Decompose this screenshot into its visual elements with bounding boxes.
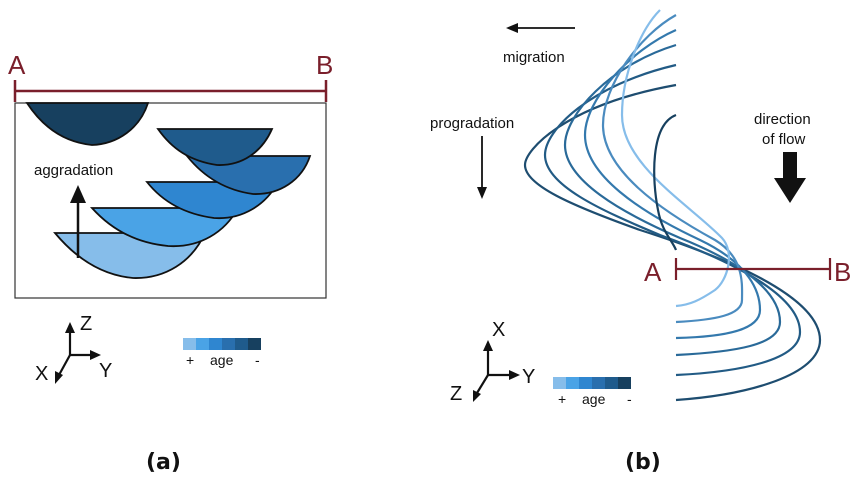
flow-arrow-head	[774, 178, 806, 203]
flow-label-line1: direction	[754, 111, 811, 128]
meander-line-4	[583, 28, 762, 340]
channel-fill-2	[89, 207, 240, 247]
channel-fill-6	[25, 102, 150, 146]
section-label-b-start: A	[644, 257, 662, 287]
meander-line-3	[563, 43, 782, 357]
axes-triad-a: Z Y X	[35, 313, 112, 385]
panel-a: A B aggradation Z Y X	[8, 50, 333, 475]
age-legend-label-b: age	[582, 391, 606, 407]
section-line-b	[674, 258, 832, 280]
axes-triad-b: X Y Z	[450, 319, 535, 405]
progradation-label: progradation	[430, 115, 514, 132]
meander-line-6	[620, 9, 730, 308]
age-legend-label-a: age	[210, 352, 234, 368]
age-legend-young-a: +	[186, 352, 194, 368]
meander-line-2	[543, 63, 802, 377]
meander-line-5	[601, 14, 744, 324]
axis-x-label-a: X	[35, 363, 48, 385]
section-label-a-start: A	[8, 50, 26, 80]
axis-y-label-a: Y	[99, 360, 112, 382]
flow-arrow-shaft	[783, 152, 797, 180]
age-legend-a: + age -	[183, 338, 261, 368]
panel-caption-a: (a)	[146, 450, 181, 475]
meander-lines	[523, 9, 822, 402]
section-label-b-end: B	[834, 257, 851, 287]
section-line-a	[13, 80, 328, 102]
migration-label: migration	[503, 49, 565, 66]
cross-section-frame	[14, 102, 327, 299]
meander-line-1	[523, 83, 822, 402]
meander-line-7	[653, 113, 678, 251]
channel-fill-5	[156, 128, 274, 166]
age-legend-old-a: -	[255, 352, 260, 368]
axis-x-a	[58, 354, 71, 376]
panel-b: migration progradation direction of flow…	[430, 9, 851, 475]
axis-y-label-b: Y	[522, 366, 535, 388]
panel-caption-b: (b)	[625, 450, 661, 475]
flow-label-line2: of flow	[762, 131, 806, 148]
axis-z-label-a: Z	[80, 313, 92, 335]
section-label-a-end: B	[316, 50, 333, 80]
axis-z-b	[476, 374, 489, 394]
age-legend-b: + age -	[553, 377, 632, 407]
aggradation-label: aggradation	[34, 162, 113, 179]
axis-z-label-b: Z	[450, 383, 462, 405]
aggradation-arrow-head	[70, 185, 86, 203]
age-legend-old-b: -	[627, 391, 632, 407]
age-legend-young-b: +	[558, 391, 566, 407]
axis-x-label-b: X	[492, 319, 505, 341]
